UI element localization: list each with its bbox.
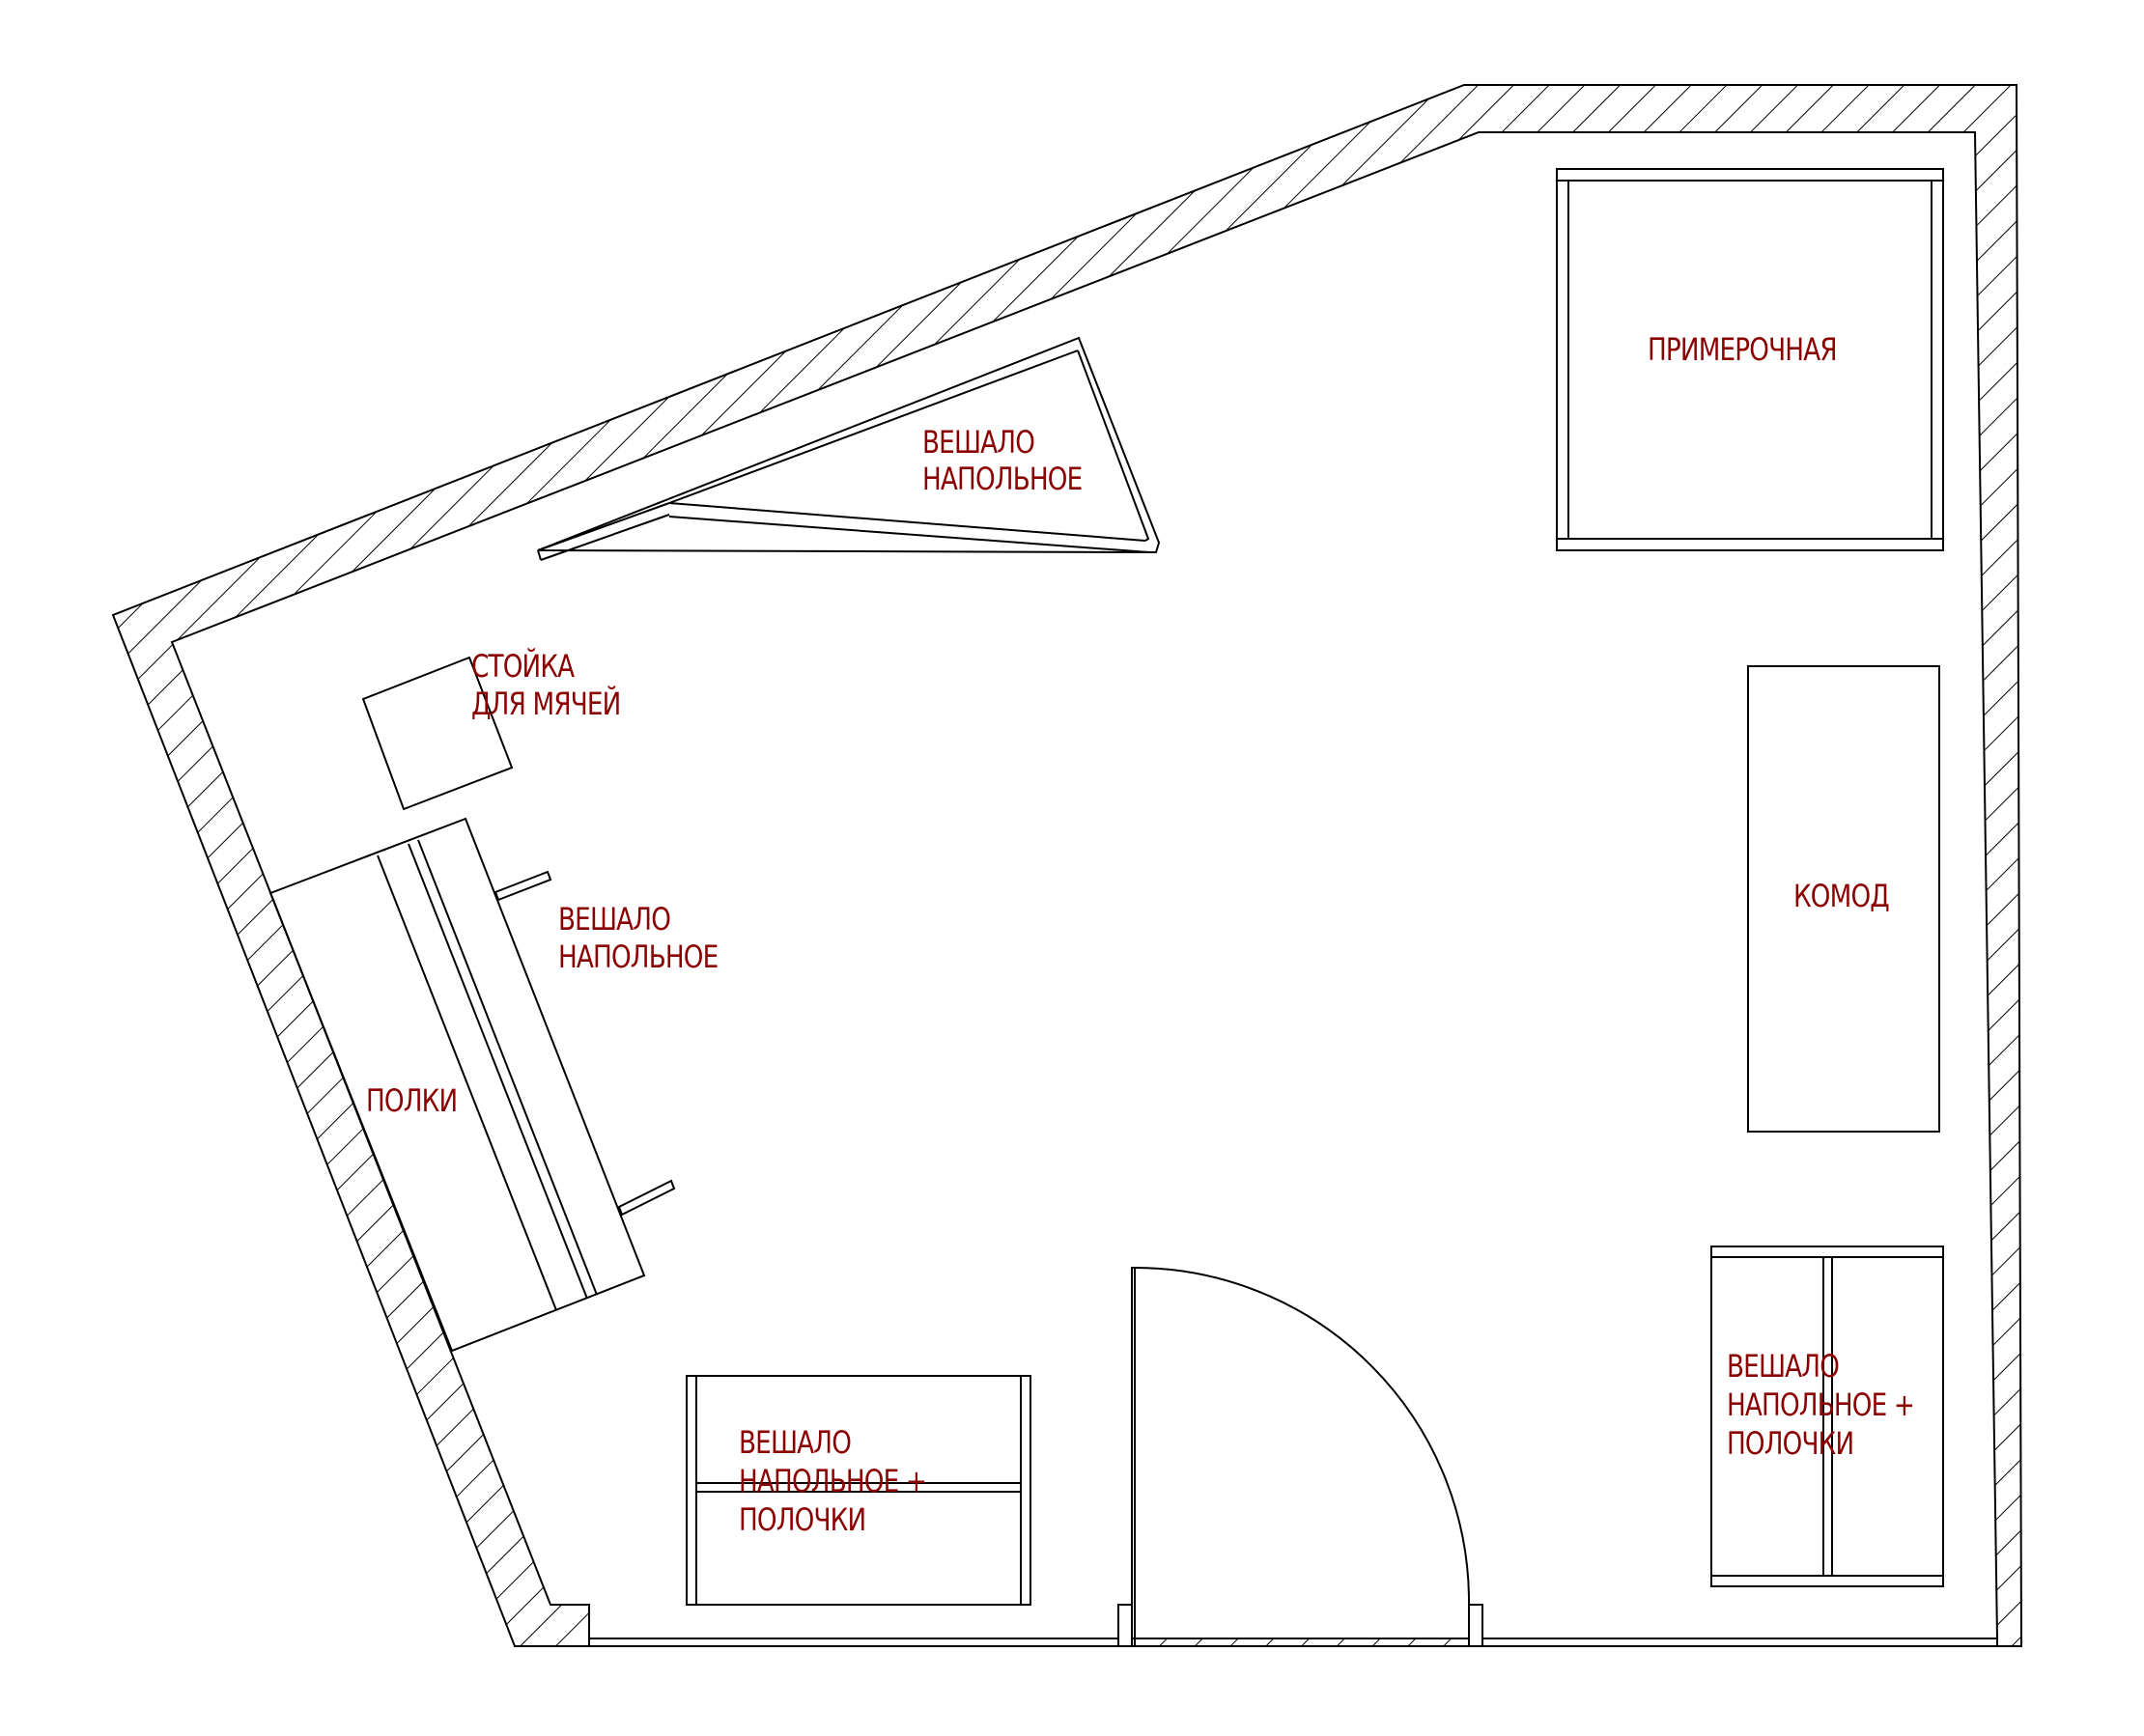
hanger-with-shelves-right xyxy=(1710,1246,1944,1587)
bottom-wall xyxy=(588,1604,1998,1647)
dresser-label: КОМОД xyxy=(1793,878,1890,914)
fitting-room-label: ПРИМЕРОЧНАЯ xyxy=(1648,331,1838,368)
dresser xyxy=(1747,665,1940,1133)
floor-hanger-left xyxy=(494,870,676,1217)
hanger-with-shelves-bottom xyxy=(686,1375,1031,1606)
ball-stand-label-line1: СТОЙКА xyxy=(471,648,575,685)
hanger-left-label-line1: ВЕШАЛО xyxy=(558,901,671,938)
hanger-bottom-label-line2: НАПОЛЬНОЕ + xyxy=(739,1463,927,1499)
floor-hanger-top xyxy=(537,336,1161,561)
hanger-right-label-line3: ПОЛОЧКИ xyxy=(1727,1425,1854,1462)
hanger-top-label-line1: ВЕШАЛО xyxy=(922,424,1035,461)
fitting-room xyxy=(1556,168,1944,551)
hanger-bottom-label-line1: ВЕШАЛО xyxy=(739,1424,852,1461)
shelves-unit xyxy=(268,817,646,1353)
entrance-door xyxy=(1131,1267,1471,1647)
hanger-top-label-line2: НАПОЛЬНОЕ xyxy=(922,461,1083,497)
hanger-right-label-line2: НАПОЛЬНОЕ + xyxy=(1727,1386,1915,1423)
hanger-left-label-line2: НАПОЛЬНОЕ xyxy=(558,938,719,975)
exterior-walls xyxy=(111,84,2023,1647)
ball-stand xyxy=(361,656,514,811)
hanger-right-label-line1: ВЕШАЛО xyxy=(1727,1348,1840,1385)
hanger-bottom-label-line3: ПОЛОЧКИ xyxy=(739,1501,866,1538)
shelves-label: ПОЛКИ xyxy=(366,1082,458,1119)
ball-stand-label-line2: ДЛЯ МЯЧЕЙ xyxy=(471,686,621,722)
